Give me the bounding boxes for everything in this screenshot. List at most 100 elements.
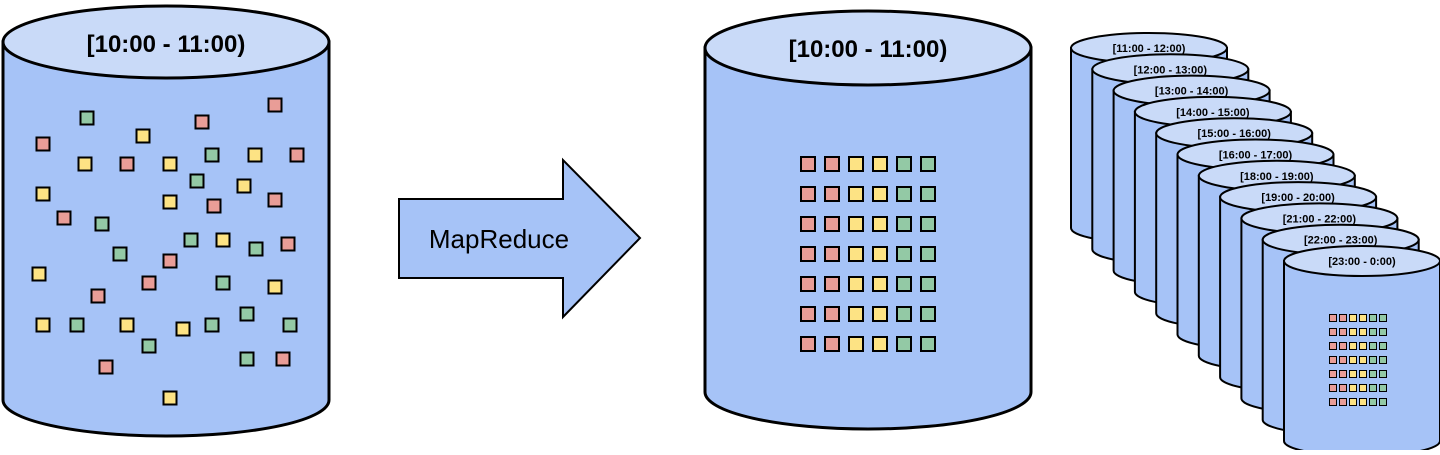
grouped-record-square [1339,342,1347,350]
grouped-record-square [920,156,936,172]
grouped-record-square [1349,398,1357,406]
grouped-record-square [848,216,864,232]
record-square [94,216,110,232]
hourly-cylinder: [23:00 - 0:00) [1283,245,1440,455]
record-square [112,246,128,262]
hourly-cylinder-label: [15:00 - 16:00) [1198,128,1272,140]
grouped-record-square [1329,356,1337,364]
grouped-record-square [872,276,888,292]
record-square [189,173,205,189]
record-square [204,317,220,333]
grouped-record-square [896,246,912,262]
record-square [162,390,178,406]
grouped-record-square [920,216,936,232]
raw-cylinder-top [1,4,331,80]
grouped-record-square [800,306,816,322]
grouped-record-square [1369,342,1377,350]
grouped-record-square [896,216,912,232]
grouped-record-square [1379,314,1387,322]
record-square [162,253,178,269]
hourly-cylinder-top [1283,245,1440,277]
mapreduce-arrow: MapReduce [398,157,642,320]
record-square [77,156,93,172]
grouped-record-square [824,246,840,262]
grouped-record-square [872,246,888,262]
record-square [35,136,51,152]
grouped-record-square [1339,384,1347,392]
aggregated-data-cylinder: [10:00 - 11:00) [703,9,1033,431]
grouped-record-square [1359,328,1367,336]
record-square [267,192,283,208]
grouped-record-square [920,336,936,352]
grouped-record-square [1369,314,1377,322]
grouped-record-square [1359,398,1367,406]
grouped-record-square [1379,370,1387,378]
record-square [119,317,135,333]
record-square [183,232,199,248]
grouped-record-square [1329,342,1337,350]
record-square [31,266,47,282]
grouped-record-square [920,186,936,202]
hourly-cylinder-label: [23:00 - 0:00) [1328,256,1396,268]
grouped-record-square [824,216,840,232]
grouped-record-square [1359,356,1367,364]
raw-scattered-records [31,97,305,406]
record-square [141,338,157,354]
grouped-record-square [800,156,816,172]
grouped-record-square [1379,328,1387,336]
grouped-record-square [1379,384,1387,392]
record-square [194,114,210,130]
grouped-record-square [1329,370,1337,378]
hourly-cylinder-label: [13:00 - 14:00) [1155,86,1229,98]
grouped-record-square [1329,328,1337,336]
record-square [267,279,283,295]
grouped-record-square [1359,314,1367,322]
hourly-cylinder-stack: [11:00 - 12:00)[12:00 - 13:00)[13:00 - 1… [1070,32,1440,455]
grouped-record-square [896,276,912,292]
grouped-record-square [1339,328,1347,336]
record-square [35,186,51,202]
grouped-record-square [1329,314,1337,322]
grouped-record-square [872,306,888,322]
record-square [215,275,231,291]
record-square [248,241,264,257]
grouped-record-square [800,216,816,232]
record-square [206,198,222,214]
grouped-record-square [848,186,864,202]
grouped-record-square [1379,398,1387,406]
record-square [204,147,220,163]
grouped-record-square [848,336,864,352]
grouped-record-square [800,276,816,292]
record-square [282,317,298,333]
grouped-record-square [872,336,888,352]
record-square [135,128,151,144]
grouped-record-square [896,186,912,202]
grouped-record-square [824,336,840,352]
grouped-record-square [1349,314,1357,322]
grouped-record-square [1339,314,1347,322]
arrow-shape [398,157,642,320]
grouped-record-square [1359,342,1367,350]
grouped-record-square [1349,384,1357,392]
record-square [247,147,263,163]
record-square [239,351,255,367]
grouped-record-square [800,246,816,262]
grouped-record-square [1329,384,1337,392]
grouped-record-square [920,276,936,292]
record-square [119,156,135,172]
record-square [289,147,305,163]
grouped-record-square [800,186,816,202]
record-square [275,351,291,367]
grouped-record-square [920,306,936,322]
grouped-record-square [848,156,864,172]
grouped-record-square [920,246,936,262]
grouped-record-square [896,336,912,352]
arrow-label: MapReduce [429,224,569,254]
record-square [35,317,51,333]
grouped-record-square [1339,398,1347,406]
grouped-record-square [1379,342,1387,350]
hourly-record-grid [1329,314,1387,406]
grouped-record-square [1359,370,1367,378]
